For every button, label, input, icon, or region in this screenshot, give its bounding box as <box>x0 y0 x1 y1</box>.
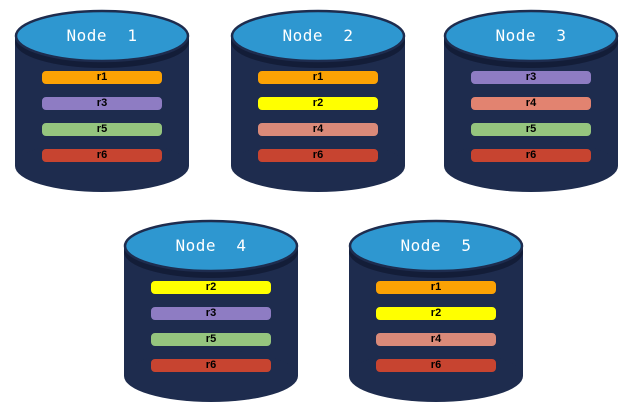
node-3-cylinder: Node 3 r3 r4 r5 r6 <box>442 9 620 193</box>
replica-list: r1 r3 r5 r6 <box>13 9 191 193</box>
node-title: Node 5 <box>400 236 472 255</box>
replica-label: r3 <box>525 71 537 83</box>
node-title: Node 3 <box>495 26 567 45</box>
replica-label: r4 <box>430 333 442 345</box>
replica-label: r1 <box>96 71 108 83</box>
replica-bar: r6 <box>470 148 592 163</box>
node-4-cylinder: Node 4 r2 r3 r5 r6 <box>122 219 300 403</box>
replica-bar: r1 <box>257 70 379 85</box>
replica-label: r3 <box>96 97 108 109</box>
replica-bar: r3 <box>41 96 163 111</box>
replica-label: r6 <box>525 149 537 161</box>
replica-bar: r5 <box>470 122 592 137</box>
replica-label: r3 <box>205 307 217 319</box>
replica-label: r6 <box>312 149 324 161</box>
node-5-cylinder: Node 5 r1 r2 r4 r6 <box>347 219 525 403</box>
node-title: Node 1 <box>66 26 138 45</box>
replica-label: r4 <box>312 123 324 135</box>
replica-label: r4 <box>525 97 537 109</box>
replica-label: r6 <box>205 359 217 371</box>
replica-label: r6 <box>96 149 108 161</box>
replica-label: r5 <box>525 123 537 135</box>
replica-label: r2 <box>312 97 324 109</box>
replica-bar: r6 <box>257 148 379 163</box>
replica-bar: r1 <box>41 70 163 85</box>
node-title: Node 4 <box>175 236 247 255</box>
replica-label: r2 <box>205 281 217 293</box>
replica-bar: r5 <box>150 332 272 347</box>
replica-list: r1 r2 r4 r6 <box>347 219 525 403</box>
replica-list: r1 r2 r4 r6 <box>229 9 407 193</box>
replica-list: r3 r4 r5 r6 <box>442 9 620 193</box>
replica-bar: r6 <box>41 148 163 163</box>
replica-bar: r3 <box>150 306 272 321</box>
replica-bar: r4 <box>257 122 379 137</box>
node-2-cylinder: Node 2 r1 r2 r4 r6 <box>229 9 407 193</box>
replica-bar: r6 <box>150 358 272 373</box>
replica-label: r2 <box>430 307 442 319</box>
replica-bar: r2 <box>257 96 379 111</box>
node-title: Node 2 <box>282 26 354 45</box>
replica-bar: r2 <box>375 306 497 321</box>
replica-bar: r4 <box>470 96 592 111</box>
replica-bar: r5 <box>41 122 163 137</box>
replica-label: r6 <box>430 359 442 371</box>
replica-list: r2 r3 r5 r6 <box>122 219 300 403</box>
replica-label: r1 <box>430 281 442 293</box>
replica-bar: r1 <box>375 280 497 295</box>
replica-bar: r2 <box>150 280 272 295</box>
replica-bar: r3 <box>470 70 592 85</box>
replica-bar: r4 <box>375 332 497 347</box>
node-1-cylinder: Node 1 r1 r3 r5 r6 <box>13 9 191 193</box>
replica-label: r1 <box>312 71 324 83</box>
replica-label: r5 <box>205 333 217 345</box>
replica-label: r5 <box>96 123 108 135</box>
replica-bar: r6 <box>375 358 497 373</box>
